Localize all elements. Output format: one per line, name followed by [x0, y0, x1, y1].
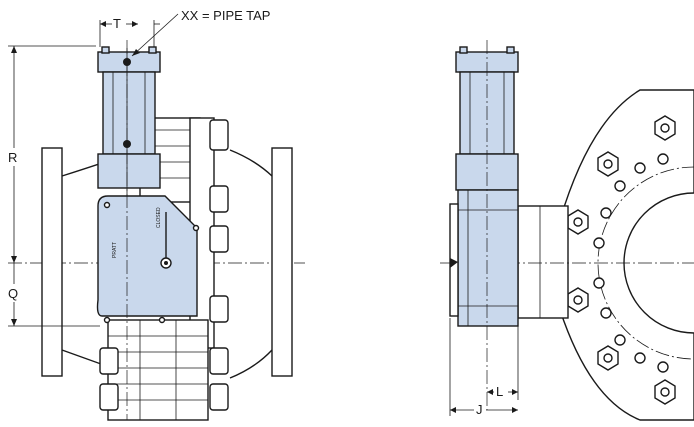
- cylinder-body: [102, 71, 156, 155]
- lower-bonnet-stack: [99, 319, 229, 421]
- cylinder-lower-cap: [97, 153, 161, 189]
- pipe-tap-note: XX = PIPE TAP: [181, 8, 270, 23]
- dimension-J: J: [449, 318, 518, 417]
- front-gear-housing: PRATT CLOSED: [96, 195, 200, 324]
- side-indicator-mark: [450, 258, 458, 268]
- dimension-Q-label: Q: [8, 286, 18, 301]
- side-gear-housing: [449, 189, 519, 327]
- tie-rod-nut-right: [148, 46, 157, 54]
- pipe-tap-callout: XX = PIPE TAP: [131, 8, 270, 57]
- dimension-R-label: R: [8, 150, 17, 165]
- bolt-head-mid-2: [209, 225, 229, 253]
- bolt-holes: [593, 153, 669, 373]
- left-flange: [41, 147, 63, 377]
- dimension-Q: Q: [8, 263, 100, 327]
- front-actuator-cylinder: [97, 46, 161, 196]
- dimension-L: L: [487, 326, 519, 400]
- bolt-head-upper: [209, 119, 229, 151]
- gear-housing-body: [96, 195, 198, 317]
- side-mark-stamp: CLOSED: [156, 207, 162, 228]
- side-body-neck: [517, 205, 569, 319]
- bolt-head-lower-right-1: [209, 347, 229, 375]
- body-lower-right-curve: [229, 349, 273, 379]
- front-view: PRATT CLOSED T XX = PIPE TAP: [8, 8, 305, 421]
- bolt-head-lower-right-2: [209, 383, 229, 411]
- dimension-T-label: T: [113, 16, 121, 31]
- dimension-T: T: [99, 16, 160, 47]
- dimension-L-label: L: [496, 384, 503, 399]
- brand-stamp: PRATT: [112, 242, 118, 258]
- bolt-head-lower-left-1: [99, 347, 119, 375]
- dimension-J-label: J: [476, 402, 483, 417]
- bolt-head-mid-1: [209, 185, 229, 213]
- tie-rod-nut-left: [101, 46, 110, 54]
- side-view: L J: [440, 40, 694, 421]
- right-flange: [271, 147, 293, 377]
- bolt-head-mid-3: [209, 295, 229, 323]
- dimension-R: R: [8, 45, 96, 263]
- bolt-head-lower-left-2: [99, 383, 119, 411]
- body-upper-right-curve: [229, 149, 273, 177]
